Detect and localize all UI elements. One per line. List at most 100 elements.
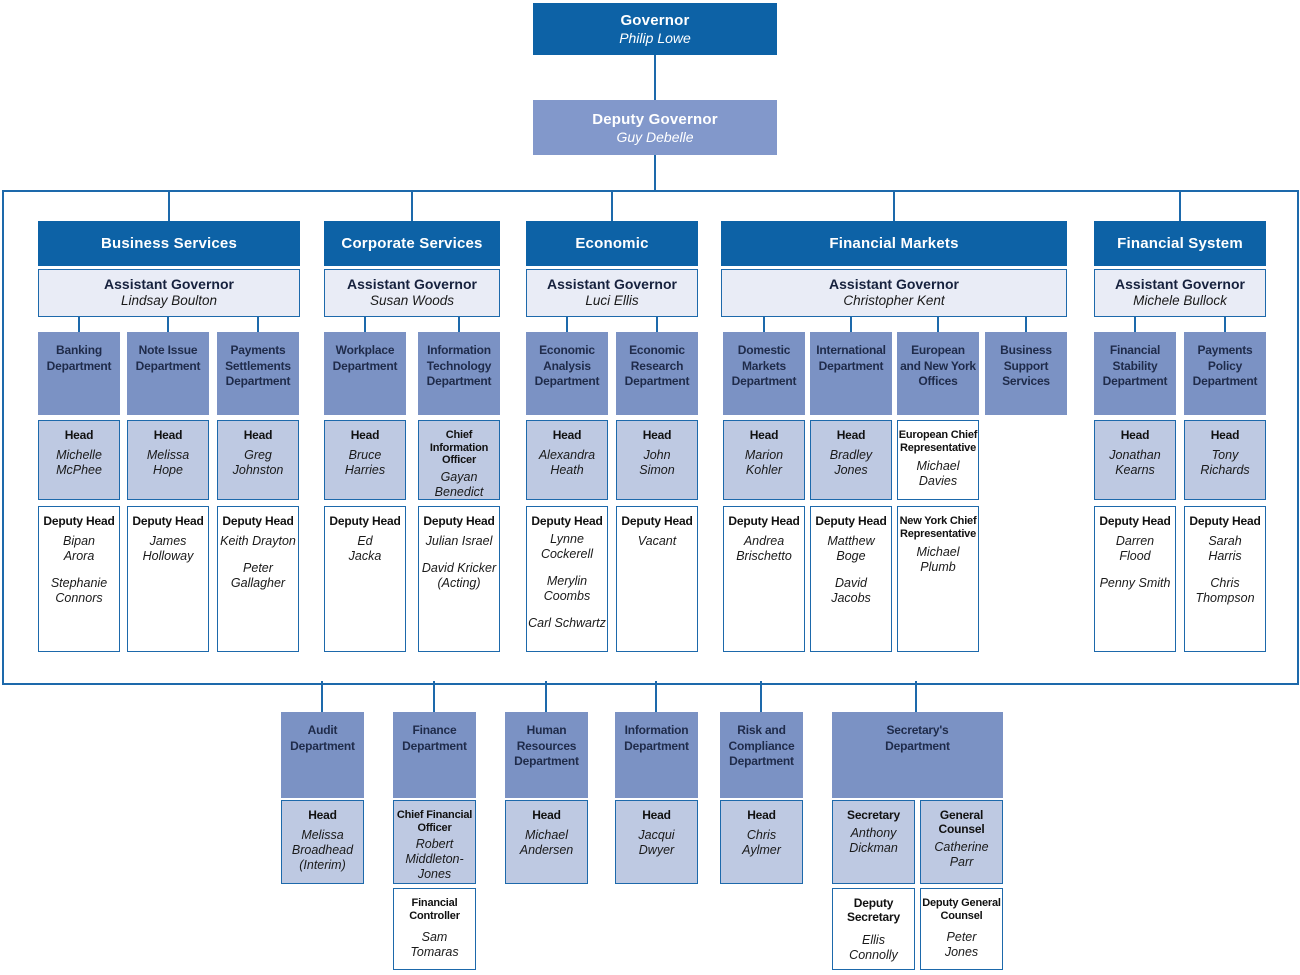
head-name: Tony Richards	[1200, 447, 1250, 477]
new-york-chief-rep-label: New York Chief Representative	[899, 515, 977, 540]
head-label: Head	[642, 808, 671, 822]
head-label: Head	[1120, 428, 1150, 442]
division-header-business-services: Business Services	[38, 221, 300, 266]
deputy-name: Stephanie Connors	[50, 575, 108, 605]
deputy-secretary-box: Deputy Secretary Ellis Connolly	[832, 888, 915, 970]
deputy-box-note-issue: Deputy Head James Holloway	[127, 506, 209, 652]
head-label: Head	[747, 808, 776, 822]
head-label: Head	[552, 428, 582, 442]
head-name: Jacqui Dwyer	[638, 827, 675, 857]
dept-box-payments-policy: Payments Policy Department	[1184, 332, 1266, 415]
head-name: Melissa Hope	[146, 447, 190, 477]
deputy-name: Chris Thompson	[1195, 575, 1255, 605]
deputy-name: Carl Schwartz	[528, 615, 606, 630]
secretary-box: Secretary Anthony Dickman	[832, 800, 915, 884]
ag-name: Michele Bullock	[1133, 293, 1227, 308]
head-box-workplace: Head Bruce Harries	[324, 420, 406, 500]
deputy-box-economic-research: Deputy Head Vacant	[616, 506, 698, 652]
deputy-general-counsel-name: Peter Jones	[944, 930, 979, 960]
deputy-box-information-technology: Deputy Head Julian Israel David Kricker …	[418, 506, 500, 652]
head-name: Jonathan Kearns	[1109, 447, 1161, 477]
general-counsel-label: General Counsel	[938, 808, 985, 836]
deputy-label: Deputy Head	[621, 514, 693, 528]
head-box-economic-research: Head John Simon	[616, 420, 698, 500]
governor-title: Governor	[620, 12, 690, 29]
european-chief-rep-label: European Chief Representative	[898, 429, 978, 454]
head-name: Bruce Harries	[344, 447, 386, 477]
deputy-governor-box: Deputy Governor Guy Debelle	[533, 100, 777, 155]
dept-box-secretarys: Secretary's Department	[832, 712, 1003, 798]
division-header-financial-system: Financial System	[1094, 221, 1266, 266]
deputy-name: Julian Israel	[425, 533, 493, 548]
head-name: Bradley Jones	[829, 447, 873, 477]
head-box-audit: Head Melissa Broadhead (Interim)	[281, 800, 364, 884]
cfo-box-finance: Chief Financial Officer Robert Middleton…	[393, 800, 476, 884]
connector-div-economic	[611, 190, 613, 221]
connector-div-corporate-services	[411, 190, 413, 221]
ag-box-economic: Assistant Governor Luci Ellis	[526, 269, 698, 317]
deputy-name: Darren Flood	[1115, 533, 1155, 563]
dept-box-audit: Audit Department	[281, 712, 364, 798]
head-label: Head	[350, 428, 380, 442]
head-box-payments-settlements: Head Greg Johnston	[217, 420, 299, 500]
head-label: Head	[64, 428, 94, 442]
deputy-name: James Holloway	[142, 533, 194, 563]
ag-name: Luci Ellis	[585, 293, 639, 308]
dept-box-economic-analysis: Economic Analysis Department	[526, 332, 608, 415]
deputy-label: Deputy Head	[531, 514, 603, 528]
deputy-name: David Kricker (Acting)	[421, 560, 497, 590]
head-box-domestic-markets: Head Marion Kohler	[723, 420, 805, 500]
connector-dept-finance	[433, 681, 435, 712]
dept-box-human-resources: Human Resources Department	[505, 712, 588, 798]
deputy-box-international: Deputy Head Matthew Boge David Jacobs	[810, 506, 892, 652]
deputy-name: Ed Jacka	[348, 533, 382, 563]
connector-dept-domestic-markets	[763, 317, 765, 332]
deputy-box-banking: Deputy Head Bipan Arora Stephanie Connor…	[38, 506, 120, 652]
connector-dept-human-resources	[545, 681, 547, 712]
deputy-label: Deputy Head	[423, 514, 495, 528]
ag-box-financial-system: Assistant Governor Michele Bullock	[1094, 269, 1266, 317]
head-label: Head	[749, 428, 779, 442]
dept-box-risk-compliance: Risk and Compliance Department	[720, 712, 803, 798]
new-york-chief-rep-name: Michael Plumb	[916, 545, 960, 575]
connector-dept-workplace	[364, 317, 366, 332]
cio-label: Chief Information Officer	[429, 429, 489, 467]
head-name: Greg Johnston	[232, 447, 284, 477]
deputy-name: Keith Drayton	[220, 533, 296, 548]
deputy-box-workplace: Deputy Head Ed Jacka	[324, 506, 406, 652]
dept-box-finance: Finance Department	[393, 712, 476, 798]
deputy-name: Vacant	[637, 533, 677, 548]
deputy-label: Deputy Head	[728, 514, 800, 528]
general-counsel-name: Catherine Parr	[934, 839, 989, 869]
dept-box-workplace: Workplace Department	[324, 332, 406, 415]
financial-controller-label: Financial Controller	[409, 897, 460, 922]
division-header-financial-markets: Financial Markets	[721, 221, 1067, 266]
connector-dept-financial-stability	[1134, 317, 1136, 332]
dept-box-european-ny-offices: European and New York Offices	[897, 332, 979, 415]
deputy-label: Deputy Head	[43, 514, 115, 528]
division-header-economic: Economic	[526, 221, 698, 266]
dept-box-financial-stability: Financial Stability Department	[1094, 332, 1176, 415]
head-name: Michael Andersen	[519, 827, 574, 857]
dept-box-business-support-services: Business Support Services	[985, 332, 1067, 415]
deputy-name: Andrea Brischetto	[736, 533, 792, 563]
new-york-chief-rep-box: New York Chief Representative Michael Pl…	[897, 506, 979, 652]
head-label: Head	[308, 808, 337, 822]
secretary-label: Secretary	[847, 808, 900, 822]
dept-box-payments-settlements: Payments Settlements Department	[217, 332, 299, 415]
ag-title: Assistant Governor	[347, 276, 477, 292]
dept-box-information: Information Department	[615, 712, 698, 798]
dept-box-note-issue: Note Issue Department	[127, 332, 209, 415]
head-box-payments-policy: Head Tony Richards	[1184, 420, 1266, 500]
connector-div-business-services	[168, 190, 170, 221]
deputy-box-economic-analysis: Deputy Head Lynne Cockerell Merylin Coom…	[526, 506, 608, 652]
head-name: Chris Aylmer	[742, 827, 781, 857]
head-box-economic-analysis: Head Alexandra Heath	[526, 420, 608, 500]
connector-dept-economic-analysis	[566, 317, 568, 332]
head-label: Head	[532, 808, 561, 822]
head-box-international: Head Bradley Jones	[810, 420, 892, 500]
european-chief-rep-box: European Chief Representative Michael Da…	[897, 420, 979, 500]
divisions-boundary-rect	[2, 190, 1299, 685]
deputy-label: Deputy Head	[815, 514, 887, 528]
head-label: Head	[642, 428, 672, 442]
